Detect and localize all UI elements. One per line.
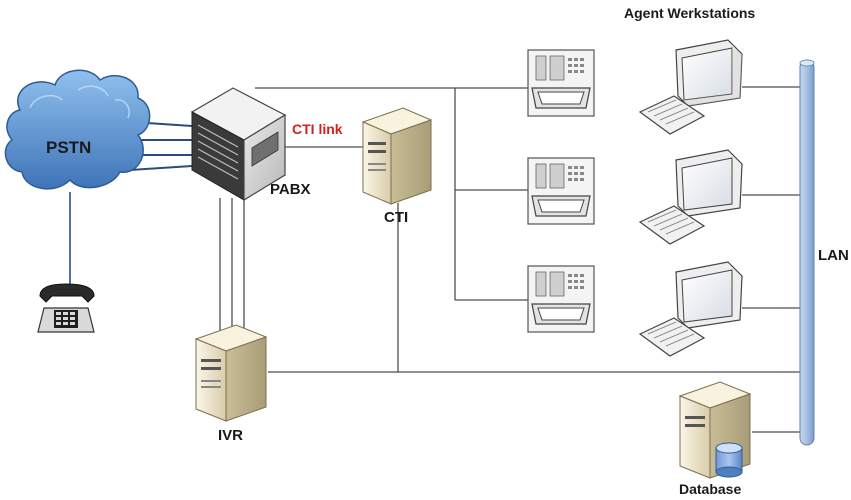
lan-label: LAN <box>818 247 849 264</box>
workstation-icon <box>638 149 743 245</box>
pstn-lines <box>69 121 193 290</box>
database-label: Database <box>679 481 741 497</box>
cti-link-label: CTI link <box>292 121 343 137</box>
telephone-icon <box>37 283 95 333</box>
database-cylinder-icon <box>715 442 743 478</box>
server-tower-icon <box>361 107 433 205</box>
pstn-label: PSTN <box>46 138 91 157</box>
workstation-icon <box>638 39 743 135</box>
connection-lines <box>219 86 800 433</box>
cti-label: CTI <box>384 209 408 226</box>
database-server-icon <box>678 381 752 479</box>
agent-workstations-label: Agent Werkstations <box>624 5 755 21</box>
ivr-label: IVR <box>218 427 243 444</box>
cloud-icon <box>4 69 151 190</box>
server-tower-icon <box>194 324 268 422</box>
desk-phone-icon <box>527 265 595 333</box>
desk-phone-icon <box>527 157 595 225</box>
pabx-label: PABX <box>270 181 311 198</box>
pabx-switch-icon <box>190 87 287 202</box>
workstation-icon <box>638 261 743 357</box>
lan-bus <box>799 59 815 446</box>
desk-phone-icon <box>527 49 595 117</box>
